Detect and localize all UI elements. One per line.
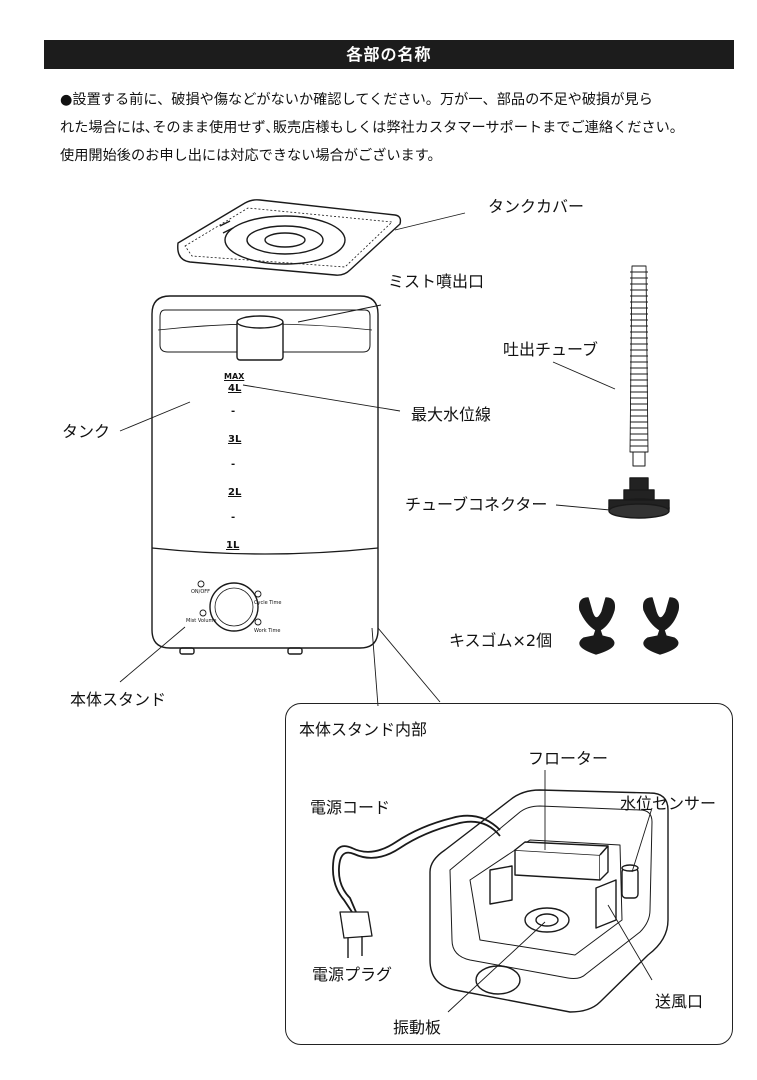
label-tube-connector: チューブコネクター (405, 495, 548, 514)
label-mist-outlet: ミスト噴出口 (388, 272, 485, 291)
stand-interior-drawing (429, 770, 669, 1013)
inset-title: 本体スタンド内部 (299, 720, 428, 739)
power-cord-drawing (332, 814, 501, 958)
label-floater: フローター (528, 749, 609, 768)
intro-text: ●設置する前に、破損や傷などがないか確認してください。万が一、部品の不足や破損が… (60, 86, 750, 170)
tank-scale-dash-3: - (231, 512, 236, 523)
tank-scale-dash-2: - (231, 459, 236, 470)
tank-scale-4l: 4L (228, 383, 242, 394)
control-label-cycle-time: Cycle Time (254, 600, 282, 606)
intro-line-2: れた場合には､そのまま使用せず､販売店様もしくは弊社カスタマーサポートまでご連絡… (60, 120, 684, 136)
label-discharge-tube: 吐出チューブ (503, 340, 599, 359)
section-header: 各部の名称 (44, 40, 734, 69)
tank-scale-3l: 3L (228, 434, 242, 445)
stand-interior-inset (285, 703, 733, 1045)
tank-cover-drawing (177, 199, 402, 276)
label-base-stand: 本体スタンド (70, 690, 167, 709)
label-max-water-line: 最大水位線 (411, 405, 492, 424)
label-tank-cover: タンクカバー (488, 197, 585, 216)
control-label-mist-volume: Mist Volume (186, 618, 217, 624)
tube-connector-drawing (608, 477, 670, 519)
section-title: 各部の名称 (346, 45, 432, 64)
label-tank: タンク (62, 422, 111, 441)
intro-line-1: ●設置する前に、破損や傷などがないか確認してください。万が一、部品の不足や破損が… (60, 92, 653, 108)
label-vibration-plate: 振動板 (393, 1018, 442, 1037)
control-label-work-time: Work Time (254, 628, 281, 634)
suction-cups-drawing (578, 597, 680, 655)
discharge-tube-drawing (629, 265, 649, 467)
tank-scale-dash-1: - (231, 406, 236, 417)
tank-scale-2l: 2L (228, 487, 242, 498)
tank-scale-1l: 1L (226, 540, 240, 551)
label-power-plug: 電源プラグ (312, 965, 393, 984)
leader-lines (119, 212, 616, 707)
humidifier-body-drawing (151, 295, 379, 655)
label-suction-cups: キスゴム×2個 (449, 631, 553, 650)
intro-line-3: 使用開始後のお申し出には対応できない場合がございます。 (60, 148, 442, 164)
label-air-outlet: 送風口 (655, 992, 704, 1011)
label-power-cord: 電源コード (310, 798, 391, 817)
tank-scale-max: MAX (224, 372, 245, 381)
label-water-level-sensor: 水位センサー (620, 794, 717, 813)
control-label-onoff: ON/OFF (191, 589, 211, 595)
